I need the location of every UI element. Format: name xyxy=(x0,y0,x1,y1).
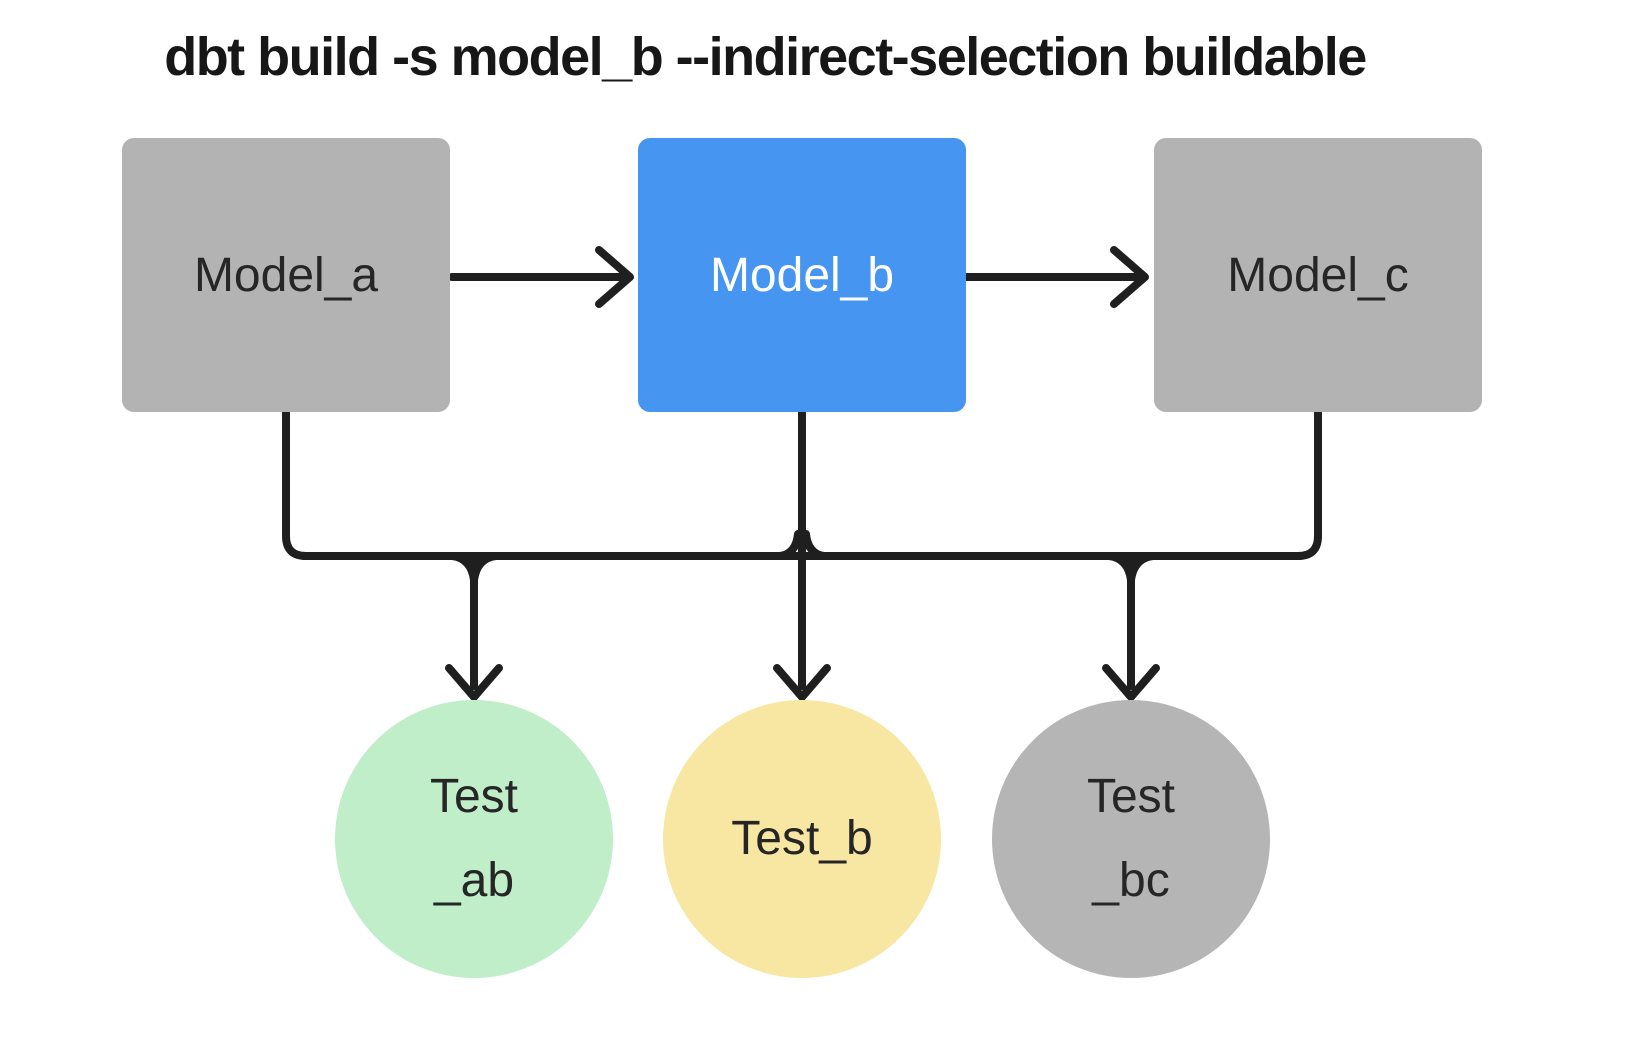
node-test-bc-label-line2: _bc xyxy=(1092,854,1170,907)
node-model-b-label: Model_b xyxy=(709,248,895,302)
node-test-bc: Test _bc xyxy=(992,700,1270,978)
node-model-a: Model_a xyxy=(122,138,450,412)
arrowhead-model-c xyxy=(1110,246,1149,308)
node-test-b: Test_b xyxy=(663,700,941,978)
node-model-a-label: Model_a xyxy=(193,248,379,302)
node-model-b-selected: Model_b xyxy=(638,138,966,412)
node-test-ab-label-line1: Test xyxy=(429,770,519,823)
node-model-c: Model_c xyxy=(1154,138,1482,412)
node-model-c-label: Model_c xyxy=(1227,248,1409,302)
arrowhead-model-b xyxy=(595,246,634,308)
edge-group xyxy=(282,246,1322,701)
node-test-bc-label-line1: Test xyxy=(1086,770,1176,823)
junction-flare-test-b xyxy=(776,530,828,560)
arrowhead-test-b xyxy=(773,664,831,701)
diagram-title: dbt build -s model_b --indirect-selectio… xyxy=(164,27,1367,87)
arrowhead-test-bc xyxy=(1102,664,1160,701)
node-test-ab-label-line2: _ab xyxy=(433,854,515,907)
node-test-ab: Test _ab xyxy=(335,700,613,978)
node-test-b-label: Test_b xyxy=(731,812,873,865)
arrowhead-test-ab xyxy=(445,664,503,701)
